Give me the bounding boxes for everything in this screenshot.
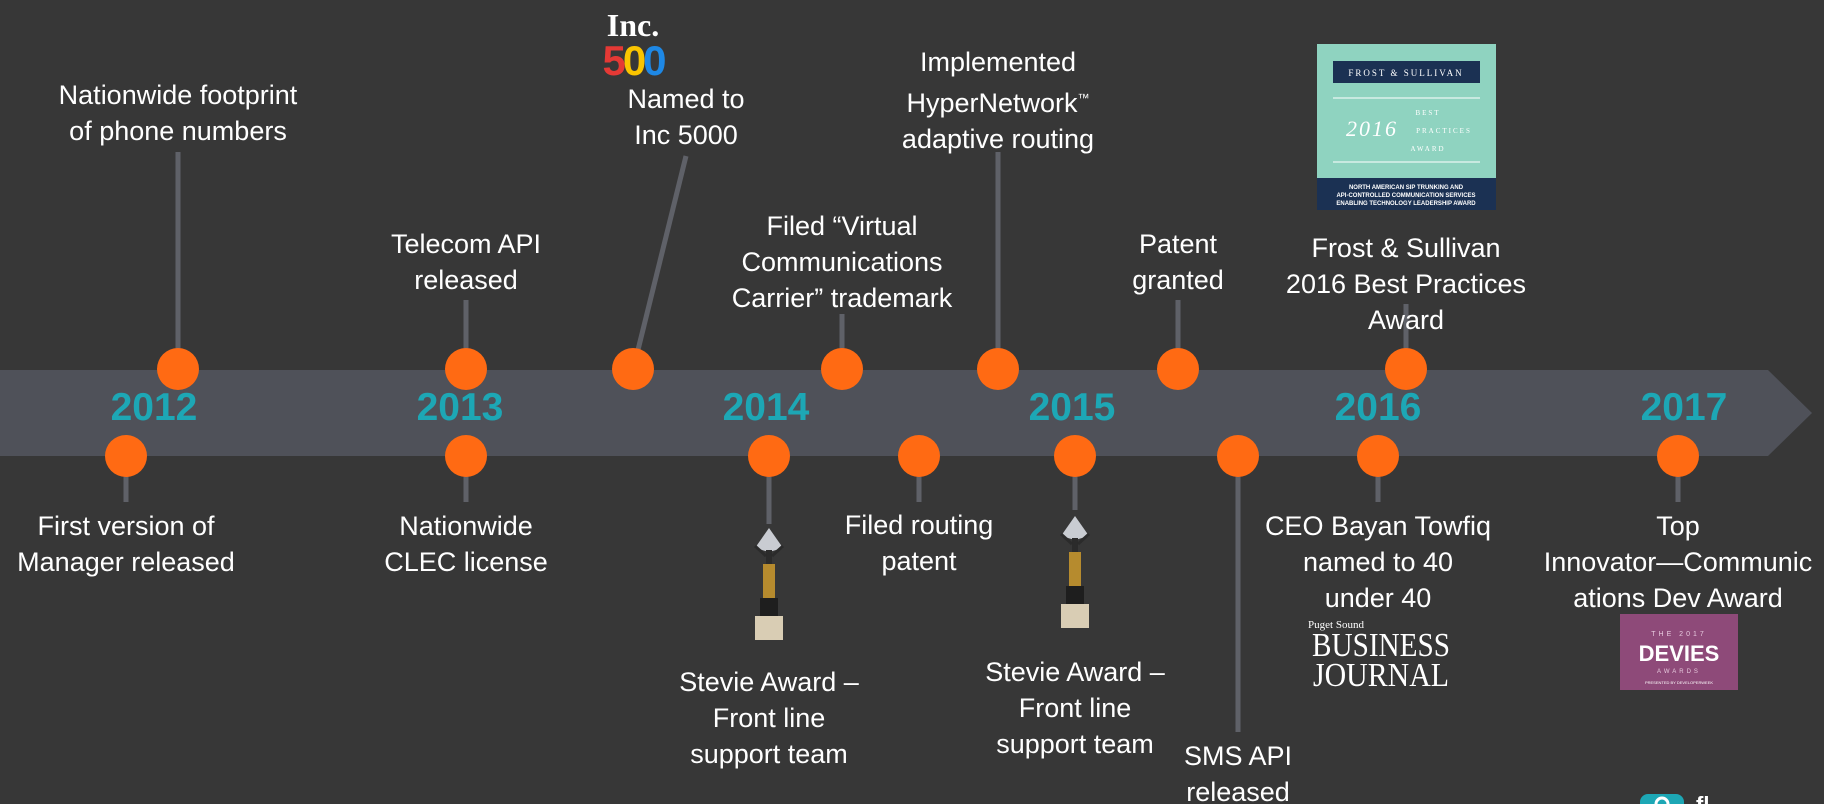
markers-above <box>157 348 1427 390</box>
event-label: Implemented HyperNetwork™ adaptive routi… <box>901 47 1095 154</box>
svg-text:fl: fl <box>1696 792 1709 804</box>
timeline-band-arrow <box>0 370 1812 456</box>
inc-logo-number: 500 <box>602 37 665 84</box>
event-label: Telecom API released <box>390 229 542 295</box>
event-label: Patent granted <box>1132 229 1224 295</box>
event-label: SMS API released <box>1183 741 1293 804</box>
svg-text:PRESENTED BY DEVELOPERWEEK: PRESENTED BY DEVELOPERWEEK <box>1645 680 1713 685</box>
event-label: CEO Bayan Towfiq named to 40 under 40 <box>1264 511 1492 613</box>
event-marker <box>612 348 654 390</box>
svg-text:NORTH AMERICAN SIP TRUNKING AN: NORTH AMERICAN SIP TRUNKING AND <box>1349 185 1464 191</box>
event-label: Stevie Award – Front line support team <box>985 657 1165 759</box>
year-label: 2014 <box>722 386 810 429</box>
event-label: Filed routing patent <box>844 510 994 576</box>
stevie-trophy <box>1059 516 1091 628</box>
event-marker <box>1217 435 1259 477</box>
year-label: 2016 <box>1334 386 1422 429</box>
event-marker <box>1157 348 1199 390</box>
svg-text:Puget Sound: Puget Sound <box>1308 619 1364 631</box>
svg-text:THE 2017: THE 2017 <box>1651 631 1707 638</box>
markers-below <box>105 435 1699 477</box>
svg-text:2016: 2016 <box>1346 116 1398 141</box>
event-marker <box>105 435 147 477</box>
connectors-above <box>175 152 1409 368</box>
inc-500-logo: Inc. 500 <box>602 7 668 84</box>
event-label: Nationwide footprint of phone numbers <box>58 80 298 146</box>
year-label: 2013 <box>416 386 504 429</box>
svg-text:JOURNAL: JOURNAL <box>1313 657 1449 694</box>
event-label: Frost & Sullivan 2016 Best Practices Awa… <box>1285 233 1527 335</box>
brand-logo: fl <box>1640 792 1709 804</box>
puget-sound-business-journal-logo: Puget Sound BUSINESS JOURNAL <box>1308 619 1450 694</box>
event-marker <box>898 435 940 477</box>
svg-text:ENABLING TECHNOLOGY LEADERSHIP: ENABLING TECHNOLOGY LEADERSHIP AWARD <box>1336 201 1476 207</box>
event-marker <box>977 348 1019 390</box>
event-marker <box>445 435 487 477</box>
event-marker <box>445 348 487 390</box>
event-label: First version of Manager released <box>17 511 235 577</box>
connector-line <box>631 155 689 367</box>
year-label: 2012 <box>110 386 198 429</box>
event-marker <box>1385 348 1427 390</box>
devies-award-badge: THE 2017 DEVIES AWARDS PRESENTED BY DEVE… <box>1620 614 1738 690</box>
event-marker <box>1054 435 1096 477</box>
svg-text:API-CONTROLLED COMMUNICATION S: API-CONTROLLED COMMUNICATION SERVICES <box>1336 193 1475 199</box>
svg-text:AWARD: AWARD <box>1410 145 1445 153</box>
event-marker <box>748 435 790 477</box>
svg-text:AWARDS: AWARDS <box>1657 669 1701 675</box>
svg-text:DEVIES: DEVIES <box>1639 641 1720 666</box>
event-marker <box>1357 435 1399 477</box>
svg-text:FROST & SULLIVAN: FROST & SULLIVAN <box>1348 68 1463 78</box>
event-label: Stevie Award – Front line support team <box>679 667 859 769</box>
frost-sullivan-award-badge: FROST & SULLIVAN 2016 BEST PRACTICES AWA… <box>1317 44 1496 210</box>
stevie-trophy <box>753 528 785 640</box>
event-marker <box>821 348 863 390</box>
svg-text:BUSINESS: BUSINESS <box>1312 627 1450 664</box>
svg-text:PRACTICES: PRACTICES <box>1416 127 1472 135</box>
event-label: Named to Inc 5000 <box>627 84 745 150</box>
svg-text:BEST: BEST <box>1415 109 1440 117</box>
event-marker <box>157 348 199 390</box>
inc-logo-word: Inc. <box>607 7 659 43</box>
year-label: 2015 <box>1028 386 1116 429</box>
event-marker <box>1657 435 1699 477</box>
event-label: Top Innovator—Communic ations Dev Award <box>1543 511 1813 613</box>
event-label: Nationwide CLEC license <box>384 511 548 577</box>
event-label: Filed “Virtual Communications Carrier” t… <box>731 211 953 313</box>
year-label: 2017 <box>1640 386 1728 429</box>
